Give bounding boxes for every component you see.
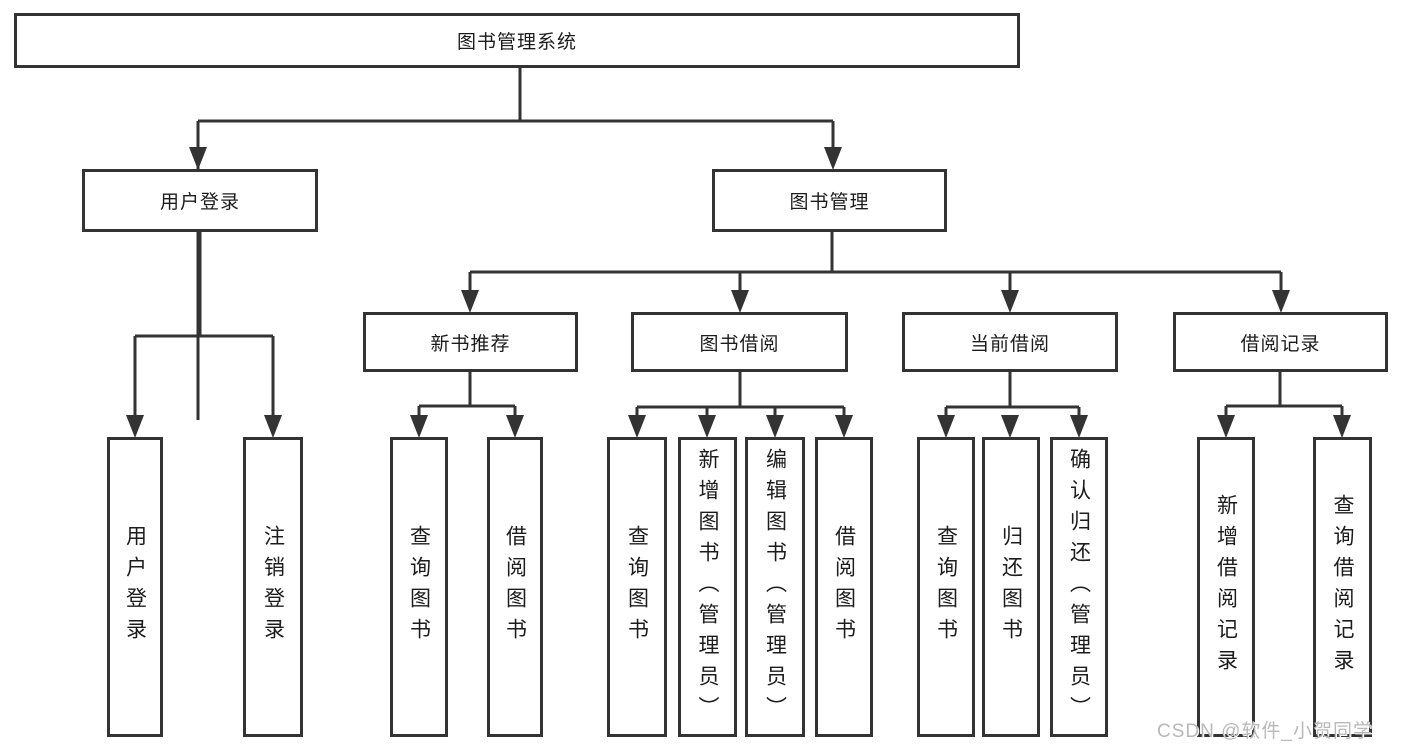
leaf-newbook-query-books: 查询图书 (390, 437, 448, 737)
node-current-borrowing: 当前借阅 (902, 312, 1118, 372)
leaf-records-add-record: 新增借阅记录 (1197, 437, 1255, 737)
connector-bookmgmt-to-level3 (461, 232, 1290, 313)
leaf-logout: 注销登录 (243, 437, 303, 737)
leaf-borrow-borrow-books: 借阅图书 (815, 437, 873, 737)
csdn-watermark: CSDN @软件_小贺同学 (1157, 721, 1373, 742)
connector-bookborrow-to-leaves (628, 372, 853, 438)
leaf-borrow-edit-books-admin: 编辑图书（管理员） (745, 437, 805, 737)
node-new-book-recommend: 新书推荐 (363, 312, 578, 372)
connector-newbook-to-leaves (410, 372, 524, 438)
leaf-records-query-record: 查询借阅记录 (1313, 437, 1372, 737)
connector-root-to-level2 (189, 68, 842, 420)
leaf-current-query-books: 查询图书 (917, 437, 975, 737)
connector-userlogin-to-leaves (126, 232, 282, 438)
leaf-current-return-books: 归还图书 (982, 437, 1040, 737)
leaf-borrow-query-books: 查询图书 (607, 437, 667, 737)
connector-currentborrow-to-leaves (937, 372, 1088, 438)
node-borrowing-records: 借阅记录 (1173, 312, 1388, 372)
node-book-management: 图书管理 (712, 169, 947, 232)
leaf-user-login: 用户登录 (107, 437, 163, 737)
leaf-current-confirm-return-admin: 确认归还（管理员） (1050, 437, 1108, 737)
leaf-newbook-borrow-books: 借阅图书 (487, 437, 543, 737)
node-user-login: 用户登录 (82, 169, 318, 232)
connector-records-to-leaves (1217, 372, 1351, 438)
node-book-borrowing: 图书借阅 (631, 312, 848, 372)
leaf-borrow-add-books-admin: 新增图书（管理员） (678, 437, 737, 737)
node-root-library-system: 图书管理系统 (14, 13, 1020, 68)
